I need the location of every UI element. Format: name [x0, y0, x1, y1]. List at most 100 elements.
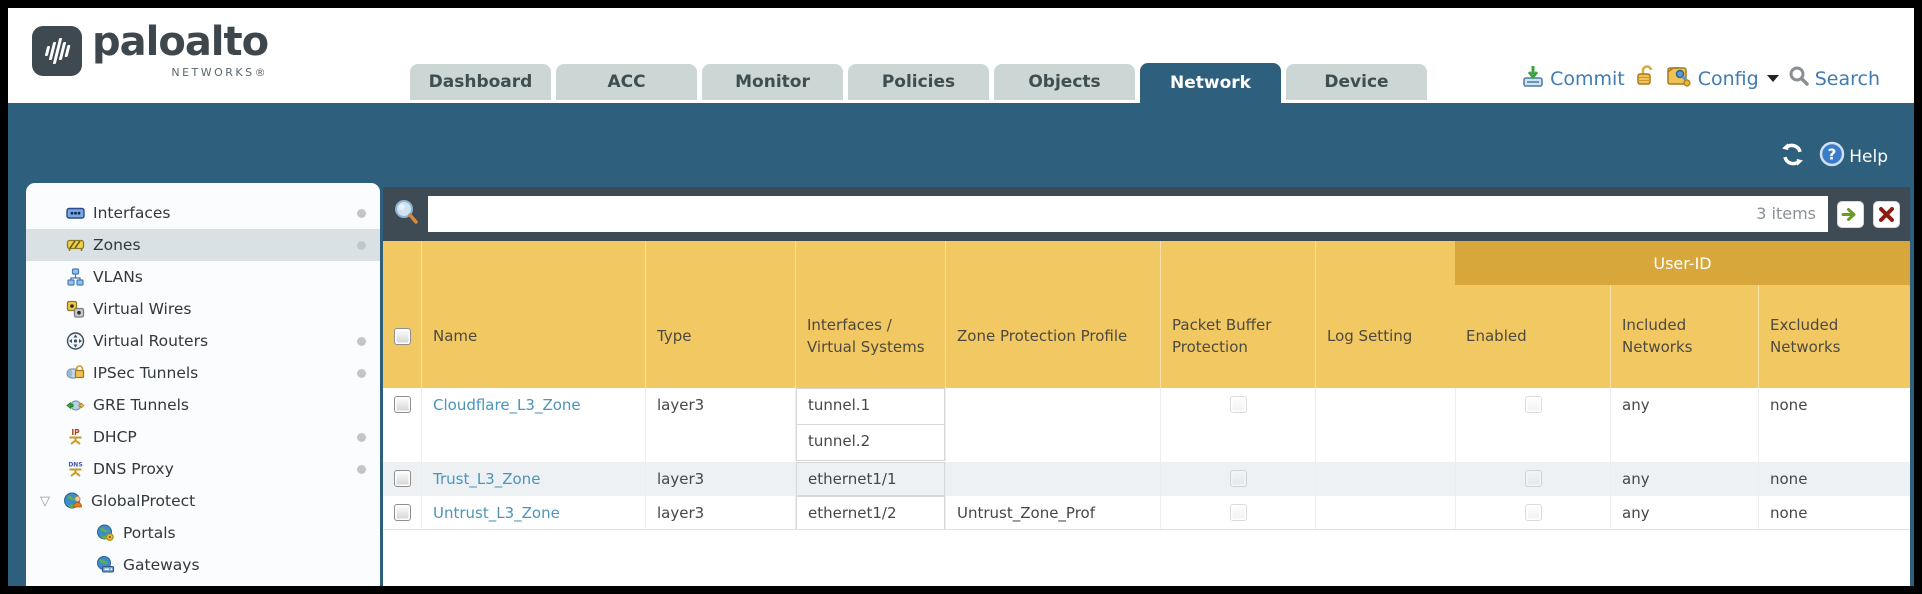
options-dot: [357, 433, 366, 442]
table-row: Cloudflare_L3_Zone layer3 tunnel.1 tunne…: [383, 388, 1910, 462]
help-icon: ?: [1819, 141, 1845, 172]
dhcp-icon: IP: [66, 428, 85, 446]
options-dot: [357, 337, 366, 346]
virtual-routers-icon: [66, 332, 85, 350]
interface-cell: ethernet1/2: [796, 496, 945, 529]
sidebar-item-ipsec-tunnels[interactable]: IPSec Tunnels: [26, 357, 380, 389]
paloalto-logo: paloalto NETWORKS®: [32, 19, 269, 79]
virtual-wires-icon: [66, 300, 85, 318]
paloalto-logo-icon: [32, 26, 82, 76]
tab-network[interactable]: Network: [1140, 63, 1281, 103]
packet-buffer-protection-checkbox: [1229, 396, 1247, 413]
options-dot: [357, 465, 366, 474]
row-checkbox[interactable]: [393, 396, 411, 413]
column-header-enabled[interactable]: Enabled: [1466, 326, 1527, 345]
user-id-enabled-checkbox: [1524, 504, 1542, 521]
zones-icon: [66, 236, 85, 254]
sidebar-item-globalprotect[interactable]: ▽ GlobalProtect: [40, 492, 196, 510]
app-header: paloalto NETWORKS® Dashboard ACC Monitor…: [8, 8, 1914, 103]
globalprotect-icon: [64, 492, 83, 510]
sidebar-item-virtual-routers[interactable]: Virtual Routers: [26, 325, 380, 357]
vlans-icon: [66, 268, 85, 286]
column-header-packet-buffer-protection[interactable]: Packet Buffer Protection: [1172, 315, 1272, 356]
row-checkbox[interactable]: [393, 470, 411, 487]
refresh-button[interactable]: [1780, 142, 1805, 172]
column-header-zone-protection-profile[interactable]: Zone Protection Profile: [957, 326, 1128, 345]
sidebar-item-dns-proxy[interactable]: DNS DNS Proxy: [26, 453, 380, 485]
sidebar-item-dhcp[interactable]: IP DHCP: [26, 421, 380, 453]
config-icon: [1667, 64, 1693, 93]
gateways-icon: [96, 556, 115, 574]
gre-tunnels-icon: [66, 396, 85, 414]
packet-buffer-protection-checkbox: [1229, 470, 1247, 487]
column-header-excluded-networks[interactable]: Excluded Networks: [1770, 315, 1841, 356]
svg-text:?: ?: [1828, 146, 1837, 164]
apply-filter-button[interactable]: [1837, 200, 1864, 228]
user-id-column-group: User-ID Enabled Included Networks Exclud…: [1455, 241, 1910, 388]
app-frame: paloalto NETWORKS® Dashboard ACC Monitor…: [8, 8, 1914, 586]
tab-dashboard[interactable]: Dashboard: [410, 64, 551, 100]
tab-device[interactable]: Device: [1286, 64, 1427, 100]
options-dot: [357, 209, 366, 218]
items-count: 3 items: [1756, 204, 1816, 223]
sidebar-item-interfaces[interactable]: Interfaces: [26, 197, 380, 229]
tab-objects[interactable]: Objects: [994, 64, 1135, 100]
portals-icon: [96, 524, 115, 542]
search-link[interactable]: Search: [1788, 65, 1880, 92]
sidebar-item-gateways[interactable]: Gateways: [26, 549, 380, 581]
brand-sub: NETWORKS®: [171, 66, 269, 79]
filter-bar: 3 items: [383, 187, 1910, 241]
column-header-type[interactable]: Type: [657, 326, 692, 345]
zone-name-link[interactable]: Untrust_L3_Zone: [433, 504, 560, 522]
config-menu[interactable]: Config: [1667, 64, 1779, 93]
options-dot: [357, 369, 366, 378]
tab-monitor[interactable]: Monitor: [702, 64, 843, 100]
sidebar-item-vlans[interactable]: VLANs: [26, 261, 380, 293]
user-id-enabled-checkbox: [1524, 396, 1542, 413]
column-header-interfaces[interactable]: Interfaces / Virtual Systems: [807, 315, 925, 356]
filter-magnifier-icon: [393, 198, 419, 230]
table-body: Cloudflare_L3_Zone layer3 tunnel.1 tunne…: [383, 388, 1910, 586]
commit-button[interactable]: Commit: [1521, 64, 1625, 93]
brand-name: paloalto: [92, 19, 269, 65]
interface-cell: ethernet1/1: [796, 462, 945, 496]
column-header-name[interactable]: Name: [433, 326, 478, 345]
table-row: Untrust_L3_Zone layer3 ethernet1/2 Untru…: [383, 496, 1910, 530]
user-id-enabled-checkbox: [1524, 470, 1542, 487]
sidebar-item-zones[interactable]: Zones: [26, 229, 380, 261]
clear-filter-button[interactable]: [1873, 200, 1900, 228]
header-utilities: Commit Config Search: [1521, 64, 1880, 93]
dns-proxy-icon: DNS: [66, 460, 85, 478]
workspace-toolbar: ? Help: [1780, 141, 1888, 172]
zone-name-link[interactable]: Trust_L3_Zone: [433, 470, 541, 488]
svg-text:IP: IP: [71, 428, 80, 437]
svg-text:DNS: DNS: [68, 462, 82, 469]
unlocked-padlock-icon[interactable]: [1634, 64, 1658, 93]
help-button[interactable]: ? Help: [1819, 141, 1888, 172]
main-panel: 3 items Name Type Interfaces / Virtual S…: [383, 187, 1910, 586]
sidebar-item-gre-tunnels[interactable]: GRE Tunnels: [26, 389, 380, 421]
table-header: Name Type Interfaces / Virtual Systems Z…: [383, 241, 1910, 388]
row-checkbox[interactable]: [393, 504, 411, 521]
select-all-checkbox[interactable]: [393, 328, 411, 345]
search-icon: [1788, 65, 1810, 92]
column-header-included-networks[interactable]: Included Networks: [1622, 315, 1693, 356]
tree-expander-icon[interactable]: ▽: [40, 494, 50, 509]
zone-name-link[interactable]: Cloudflare_L3_Zone: [433, 396, 581, 414]
sidebar-item-virtual-wires[interactable]: Virtual Wires: [26, 293, 380, 325]
main-tabs: Dashboard ACC Monitor Policies Objects N…: [410, 63, 1427, 103]
tab-policies[interactable]: Policies: [848, 64, 989, 100]
sidebar: Interfaces Zones VLANs Virtual Wires Vir…: [26, 183, 380, 586]
options-dot: [357, 241, 366, 250]
column-header-log-setting[interactable]: Log Setting: [1327, 326, 1413, 345]
interface-cell: tunnel.1: [796, 388, 945, 425]
tab-acc[interactable]: ACC: [556, 64, 697, 100]
table-row: Trust_L3_Zone layer3 ethernet1/1 any non…: [383, 462, 1910, 496]
packet-buffer-protection-checkbox: [1229, 504, 1247, 521]
sidebar-item-portals[interactable]: Portals: [26, 517, 380, 549]
chevron-down-icon: [1766, 75, 1779, 82]
ipsec-tunnels-icon: [66, 364, 85, 382]
interfaces-icon: [66, 204, 85, 222]
commit-icon: [1521, 64, 1545, 93]
filter-input[interactable]: [428, 196, 1828, 232]
